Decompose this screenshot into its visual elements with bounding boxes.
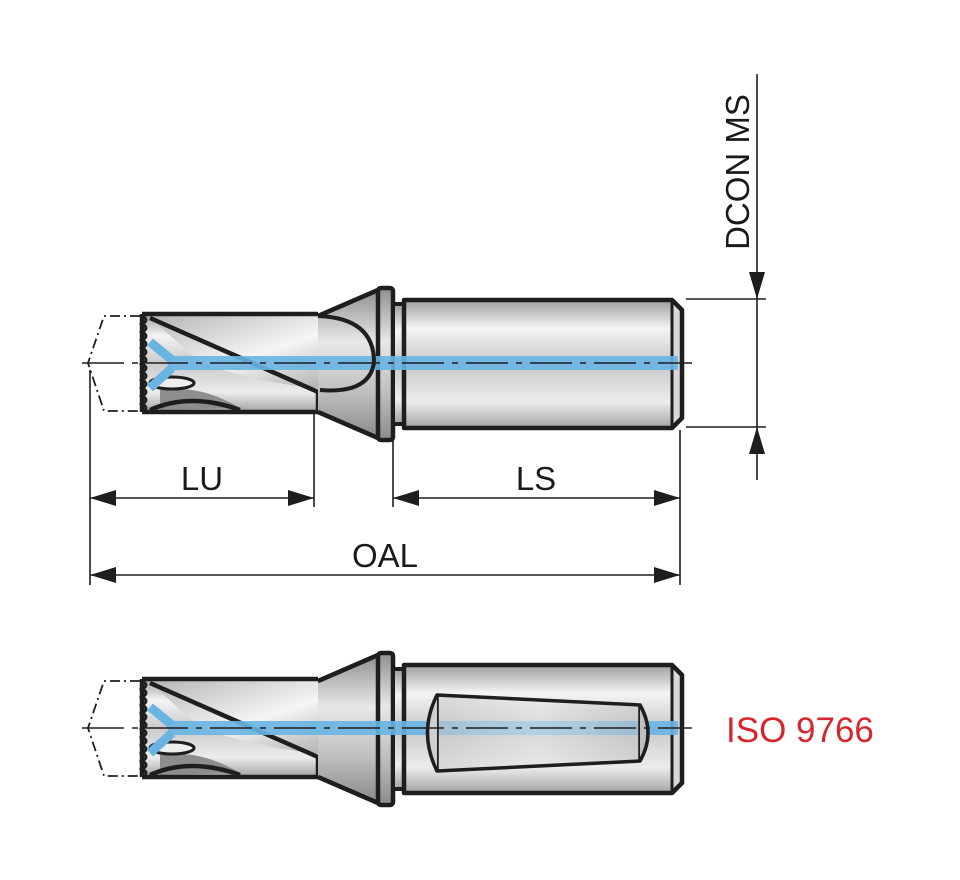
drill-bottom-view xyxy=(82,653,692,805)
iso-9766-label: ISO 9766 xyxy=(726,711,874,750)
iso-flat xyxy=(425,693,650,773)
lu-label: LU xyxy=(181,460,223,497)
dcon-ms-label: DCON MS xyxy=(719,94,756,250)
oal-label: OAL xyxy=(352,537,418,574)
dimension-lines xyxy=(89,74,766,585)
drill-top-view xyxy=(82,288,692,440)
ls-label: LS xyxy=(516,460,556,497)
